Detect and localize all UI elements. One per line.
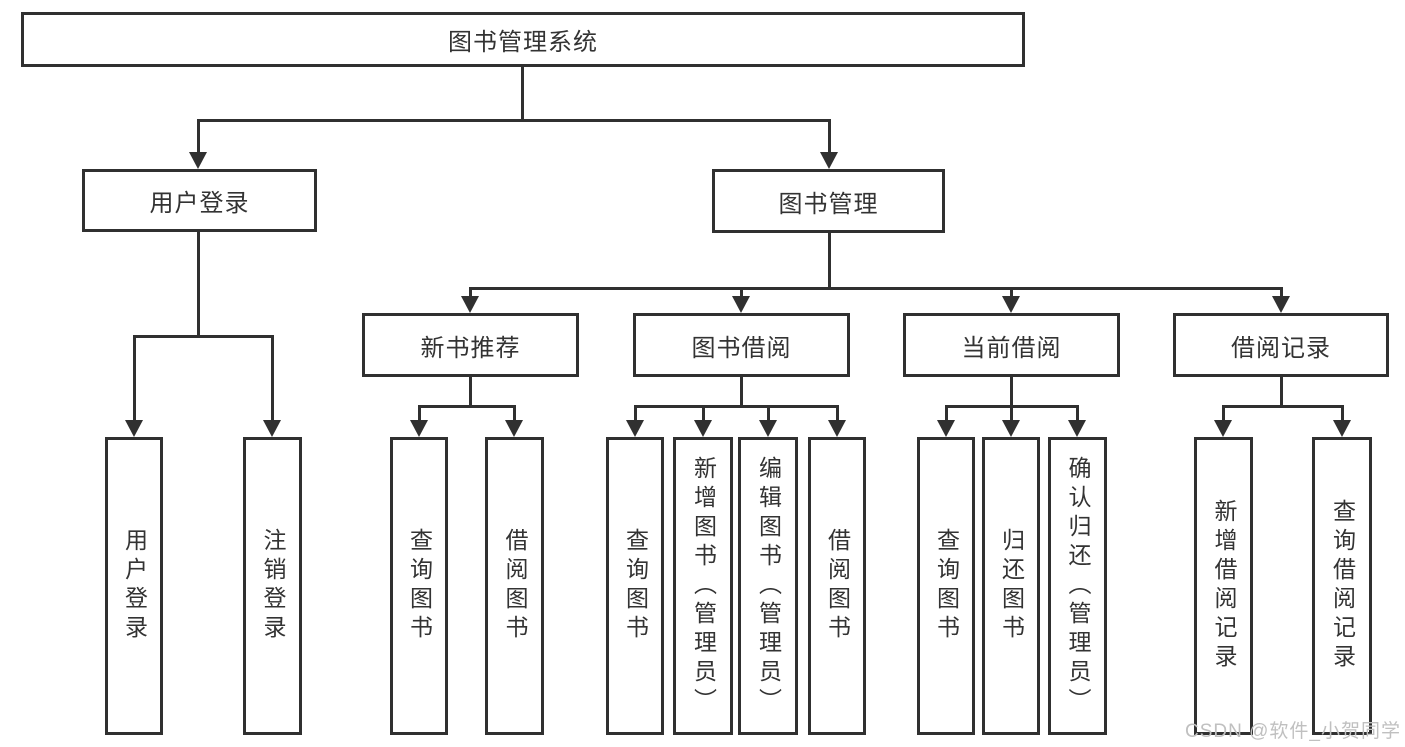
connector-currentborrow-stub [1010, 377, 1013, 408]
arrowhead-cb-confirm [1068, 420, 1086, 437]
node-borrow-records: 借阅记录 [1173, 313, 1389, 377]
leaf-bb-query-books: 查询图书 [606, 437, 664, 735]
leaf-bb-query-books-label: 查询图书 [622, 528, 649, 644]
arrowhead-bb-edit [759, 420, 777, 437]
connector-bookborrow-drop-4 [836, 405, 839, 422]
leaf-nb-query-books-label: 查询图书 [406, 528, 433, 644]
arrowhead-borrow-records [1272, 296, 1290, 313]
connector-userlogin-drop-1 [133, 335, 136, 421]
connector-root-bar [197, 119, 831, 122]
connector-bookmgmt-drop-4 [1280, 287, 1283, 298]
leaf-cb-confirm-return: 确认归还（管理员） [1048, 437, 1107, 735]
node-current-borrow: 当前借阅 [903, 313, 1120, 377]
connector-root-drop-right [828, 119, 831, 153]
leaf-nb-borrow-books: 借阅图书 [485, 437, 544, 735]
arrowhead-new-book-rec [461, 296, 479, 313]
arrowhead-current-borrow [1002, 296, 1020, 313]
connector-bookborrow-drop-1 [634, 405, 637, 422]
arrowhead-bb-add [694, 420, 712, 437]
arrowhead-nb-borrow [505, 420, 523, 437]
arrowhead-book-mgmt [820, 152, 838, 169]
leaf-logout: 注销登录 [243, 437, 302, 735]
connector-root-stub [521, 67, 524, 121]
connector-bookborrow-drop-3 [767, 405, 770, 422]
connector-newbookrec-drop-2 [513, 405, 516, 422]
leaf-cb-return-books: 归还图书 [982, 437, 1040, 735]
leaf-cb-query-books-label: 查询图书 [933, 528, 960, 644]
node-root: 图书管理系统 [21, 12, 1025, 67]
node-root-label: 图书管理系统 [448, 29, 598, 56]
arrowhead-br-add [1214, 420, 1232, 437]
arrowhead-cb-return [1002, 420, 1020, 437]
connector-root-drop-left [197, 119, 200, 153]
leaf-nb-borrow-books-label: 借阅图书 [502, 528, 528, 644]
leaf-bb-add-books: 新增图书（管理员） [673, 437, 733, 735]
node-book-mgmt: 图书管理 [712, 169, 945, 233]
leaf-bb-edit-books: 编辑图书（管理员） [738, 437, 798, 735]
connector-borrowrecords-stub [1280, 377, 1283, 408]
leaf-br-query-record: 查询借阅记录 [1312, 437, 1372, 735]
connector-newbookrec-drop-1 [418, 405, 421, 422]
node-book-borrow-label: 图书借阅 [691, 334, 792, 362]
node-book-mgmt-label: 图书管理 [778, 190, 879, 218]
node-user-login: 用户登录 [82, 169, 317, 232]
node-user-login-label: 用户登录 [149, 190, 250, 217]
connector-userlogin-drop-2 [271, 335, 274, 421]
node-borrow-records-label: 借阅记录 [1231, 334, 1331, 362]
leaf-nb-query-books: 查询图书 [390, 437, 448, 735]
connector-bookmgmt-stub [828, 233, 831, 290]
connector-currentborrow-drop-3 [1076, 405, 1079, 422]
arrowhead-book-borrow [732, 296, 750, 313]
connector-bookmgmt-drop-3 [1010, 287, 1013, 298]
leaf-user-login-label: 用户登录 [121, 528, 148, 644]
node-book-borrow: 图书借阅 [633, 313, 850, 377]
connector-bookborrow-drop-2 [702, 405, 705, 422]
connector-currentborrow-drop-1 [945, 405, 948, 422]
leaf-logout-label: 注销登录 [260, 528, 286, 644]
connector-bookmgmt-drop-1 [469, 287, 472, 298]
leaf-cb-return-books-label: 归还图书 [998, 528, 1025, 644]
arrowhead-ul-logout [263, 420, 281, 437]
connector-newbookrec-stub [469, 377, 472, 408]
leaf-bb-borrow-books-label: 借阅图书 [824, 528, 851, 644]
connector-userlogin-bar [133, 335, 274, 338]
leaf-cb-confirm-return-label: 确认归还（管理员） [1065, 455, 1091, 717]
arrowhead-bb-query [626, 420, 644, 437]
node-new-book-rec: 新书推荐 [362, 313, 579, 377]
leaf-br-add-record-label: 新增借阅记录 [1211, 499, 1237, 673]
connector-bookborrow-bar [634, 405, 838, 408]
node-new-book-rec-label: 新书推荐 [420, 334, 521, 362]
arrowhead-bb-borrow [828, 420, 846, 437]
leaf-br-query-record-label: 查询借阅记录 [1329, 499, 1356, 673]
connector-currentborrow-drop-2 [1010, 405, 1013, 422]
connector-borrowrecords-drop-1 [1222, 405, 1225, 422]
arrowhead-nb-query [410, 420, 428, 437]
watermark: CSDN @软件_小贺同学 [1185, 721, 1401, 742]
leaf-cb-query-books: 查询图书 [917, 437, 975, 735]
leaf-user-login: 用户登录 [105, 437, 163, 735]
leaf-bb-borrow-books: 借阅图书 [808, 437, 866, 735]
node-current-borrow-label: 当前借阅 [961, 334, 1062, 362]
connector-borrowrecords-bar [1222, 405, 1343, 408]
connector-newbookrec-bar [418, 405, 516, 408]
arrowhead-br-query [1333, 420, 1351, 437]
connector-bookmgmt-bar [469, 287, 1283, 290]
connector-userlogin-stub [197, 232, 200, 338]
arrowhead-ul-user-login [125, 420, 143, 437]
leaf-br-add-record: 新增借阅记录 [1194, 437, 1253, 735]
leaf-bb-add-books-label: 新增图书（管理员） [690, 455, 717, 717]
arrowhead-user-login [189, 152, 207, 169]
connector-bookmgmt-drop-2 [740, 287, 743, 298]
connector-borrowrecords-drop-2 [1341, 405, 1344, 422]
arrowhead-cb-query [937, 420, 955, 437]
connector-bookborrow-stub [740, 377, 743, 408]
leaf-bb-edit-books-label: 编辑图书（管理员） [755, 455, 782, 717]
